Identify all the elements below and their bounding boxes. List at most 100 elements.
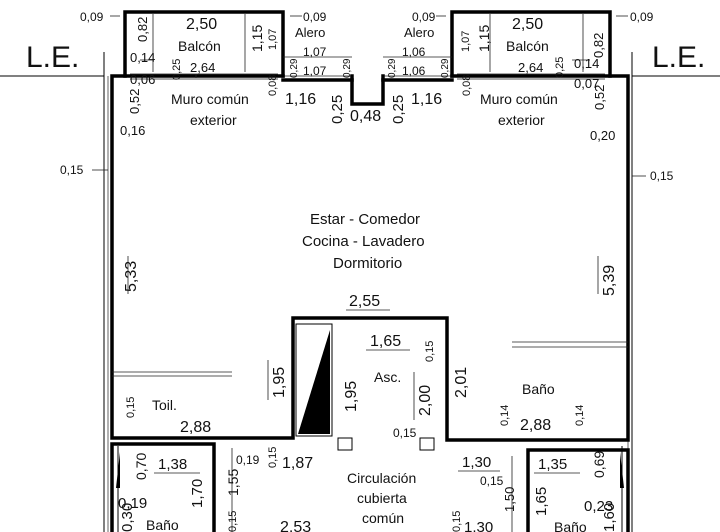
label-cubierta: cubierta: [357, 490, 407, 506]
dim-right-020: 0,20: [590, 128, 615, 143]
dim-255: 2,55: [349, 293, 380, 310]
dim-left-052: 0,52: [127, 89, 142, 114]
dim-alero-left-029a: 0,29: [289, 58, 300, 78]
dim-023: 0,23: [584, 498, 613, 515]
le-left-label: L.E.: [26, 41, 79, 74]
dim-top-mid-009b: 0,09: [412, 10, 436, 24]
label-muro-right: Muro común: [480, 91, 558, 107]
dim-019-lower: 0,19: [118, 495, 147, 512]
label-cocina: Cocina - Lavadero: [302, 233, 425, 250]
dim-balcony-right-082: 0,82: [591, 33, 606, 58]
dim-balcony-left-008: 0,08: [267, 75, 279, 96]
label-bano-lower-right: Baño: [554, 519, 587, 532]
dim-130-lower: 1,30: [464, 519, 493, 532]
dim-balcony-left-250: 2,50: [186, 16, 217, 33]
balcony-walls: [123, 10, 612, 80]
dim-center-048: 0,48: [350, 108, 381, 125]
label-exterior-right: exterior: [498, 112, 545, 128]
dim-138: 1,38: [158, 456, 187, 473]
label-alero-left: Alero: [295, 25, 325, 40]
dim-right-539: 5,39: [601, 265, 618, 296]
dim-014-bano-b: 0,14: [574, 405, 586, 426]
dim-balcony-right-014: 0,14: [574, 56, 599, 71]
label-bano-main: Baño: [522, 381, 555, 397]
dim-200: 2,00: [417, 385, 434, 416]
dim-alero-right-029b: 0,29: [440, 58, 451, 78]
dim-balcony-right-107v: 1,07: [460, 31, 472, 52]
dim-alero-left-107b: 1,07: [303, 64, 327, 78]
dim-left-015: 0,15: [60, 163, 84, 177]
dim-balcony-right-250: 2,50: [512, 16, 543, 33]
dim-253: 2,53: [280, 519, 311, 532]
dim-top-right-009: 0,09: [630, 10, 654, 24]
dim-195-stair: 1,95: [343, 381, 360, 412]
label-balcon-left: Balcón: [178, 38, 221, 54]
dim-160-right: 1,60: [601, 503, 618, 532]
label-muro-left: Muro común: [171, 91, 249, 107]
dim-187: 1,87: [282, 455, 313, 472]
dim-130-upper: 1,30: [462, 454, 491, 471]
label-bano-lower-left: Baño: [146, 517, 179, 532]
dim-center-116-left: 1,16: [285, 91, 316, 108]
dim-015-circ-low: 0,15: [227, 511, 239, 532]
le-right-label: L.E.: [652, 41, 705, 74]
dim-left-533: 5,33: [123, 261, 140, 292]
dim-alero-right-106b: 1,06: [402, 64, 426, 78]
dim-alero-left-107a: 1,07: [303, 45, 327, 59]
dim-balcony-left-025: 0,25: [171, 59, 183, 80]
dim-288-left: 2,88: [180, 419, 211, 436]
dim-015-core: 0,15: [424, 341, 436, 362]
dim-center-025-left: 0,25: [329, 95, 346, 124]
dim-balcony-left-082: 0,82: [135, 17, 150, 42]
dim-top-mid-009a: 0,09: [303, 10, 327, 24]
stair-block: [295, 323, 435, 451]
dim-alero-right-029a: 0,29: [387, 58, 398, 78]
dim-030-left: 0,30: [119, 503, 136, 532]
dim-alero-right-106a: 1,06: [402, 45, 426, 59]
dim-070: 0,70: [133, 453, 149, 480]
unit-walls: [110, 74, 630, 442]
dim-balcony-right-025: 0,25: [554, 57, 566, 78]
dim-195-left: 1,95: [271, 367, 288, 398]
label-alero-right: Alero: [404, 25, 434, 40]
dim-150: 1,50: [502, 487, 517, 512]
dim-balcony-right-115: 1,15: [476, 25, 492, 52]
label-balcon-right: Balcón: [506, 38, 549, 54]
dim-balcony-right-264: 2,64: [518, 60, 543, 75]
dimension-leaders: [92, 15, 646, 177]
label-estar: Estar - Comedor: [310, 211, 420, 228]
eaves: [283, 56, 452, 106]
label-toil: Toil.: [152, 397, 177, 413]
lower-units: [110, 442, 630, 532]
dim-right-052: 0,52: [592, 85, 607, 110]
label-dormitorio: Dormitorio: [333, 255, 402, 272]
dim-balcony-left-014: 0,14: [130, 50, 155, 65]
dim-155: 1,55: [225, 469, 241, 496]
dim-015-asc: 0,15: [393, 426, 417, 440]
dim-165: 1,65: [370, 333, 401, 350]
dim-019-circ: 0,19: [236, 453, 260, 467]
label-comun: común: [362, 510, 404, 526]
label-exterior-left: exterior: [190, 112, 237, 128]
dim-balcony-left-107v: 1,07: [267, 29, 279, 50]
dim-165-lower: 1,65: [533, 487, 550, 516]
dim-135: 1,35: [538, 456, 567, 473]
dim-015-right-circ: 0,15: [480, 474, 504, 488]
dim-right-015: 0,15: [650, 169, 674, 183]
dim-balcony-right-008: 0,08: [461, 75, 473, 96]
dim-center-025-right: 0,25: [390, 95, 407, 124]
dim-015-toil: 0,15: [125, 397, 137, 418]
dim-288-right: 2,88: [520, 417, 551, 434]
dim-center-116-right: 1,16: [411, 91, 442, 108]
dim-201: 2,01: [453, 367, 470, 398]
dim-balcony-left-006: 0,06: [130, 72, 155, 87]
label-asc: Asc.: [374, 369, 401, 385]
dim-069: 0,69: [591, 451, 607, 478]
dim-015-circ: 0,15: [267, 447, 279, 468]
dim-alero-left-029b: 0,29: [342, 58, 353, 78]
dim-balcony-left-115: 1,15: [249, 25, 265, 52]
dim-015-right-low: 0,15: [451, 511, 463, 532]
dim-014-bano-a: 0,14: [499, 405, 511, 426]
dim-left-016: 0,16: [120, 123, 145, 138]
